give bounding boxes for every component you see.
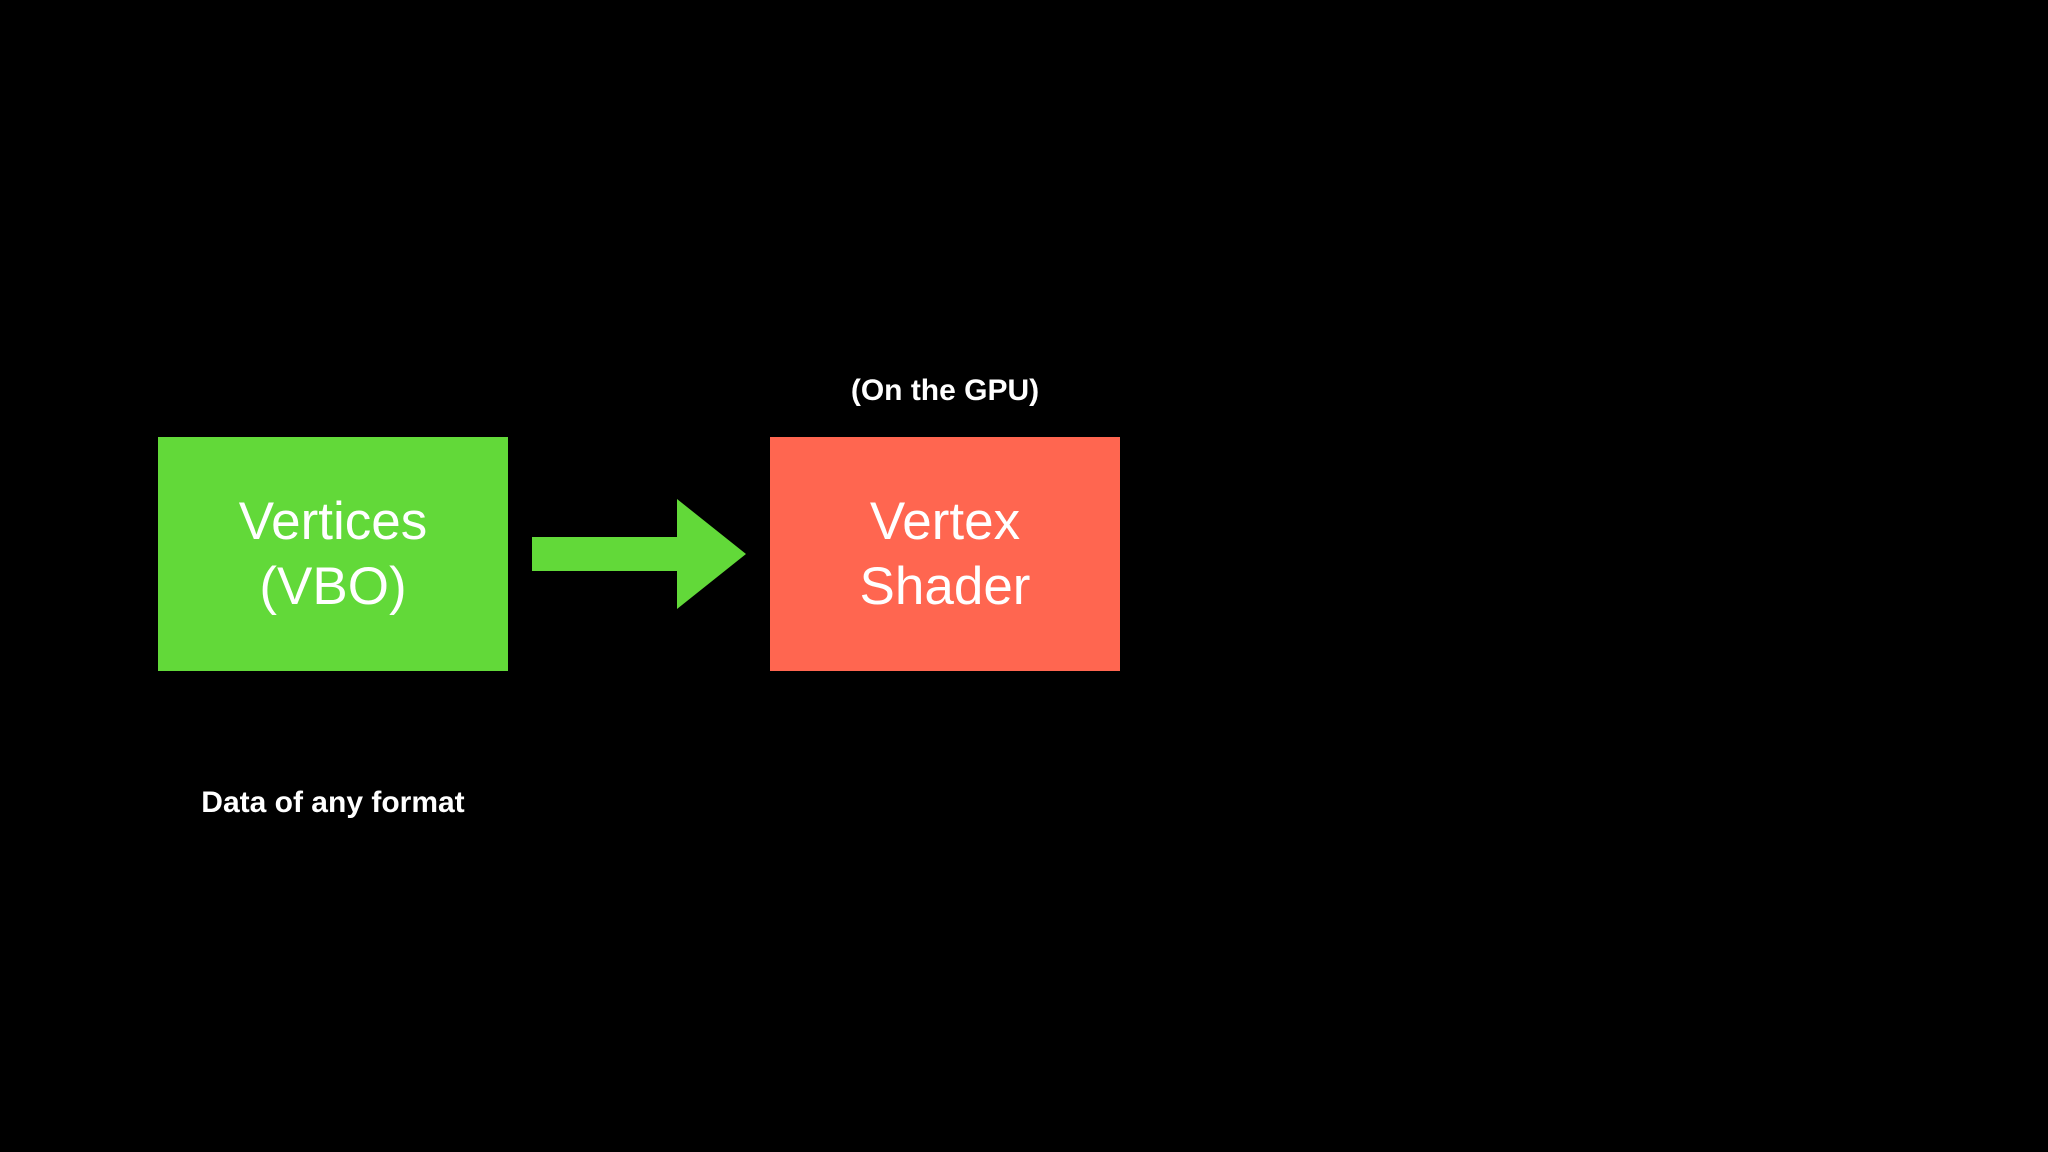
data-format-caption: Data of any format <box>201 786 465 819</box>
vertices-box: Vertices (VBO) <box>158 437 508 671</box>
vertices-box-line1: Vertices <box>238 492 428 551</box>
vertices-box-label: Vertices (VBO) <box>239 489 428 619</box>
vertices-box-line2: (VBO) <box>259 557 407 616</box>
vertex-shader-box-label: Vertex Shader <box>860 489 1031 619</box>
vertex-shader-box: Vertex Shader <box>770 437 1120 671</box>
vertex-shader-box-line1: Vertex <box>869 492 1021 551</box>
flow-arrow-shape <box>532 499 746 609</box>
gpu-caption: (On the GPU) <box>850 374 1040 407</box>
vertex-shader-box-line2: Shader <box>859 557 1031 616</box>
flow-arrow-icon <box>532 499 746 609</box>
